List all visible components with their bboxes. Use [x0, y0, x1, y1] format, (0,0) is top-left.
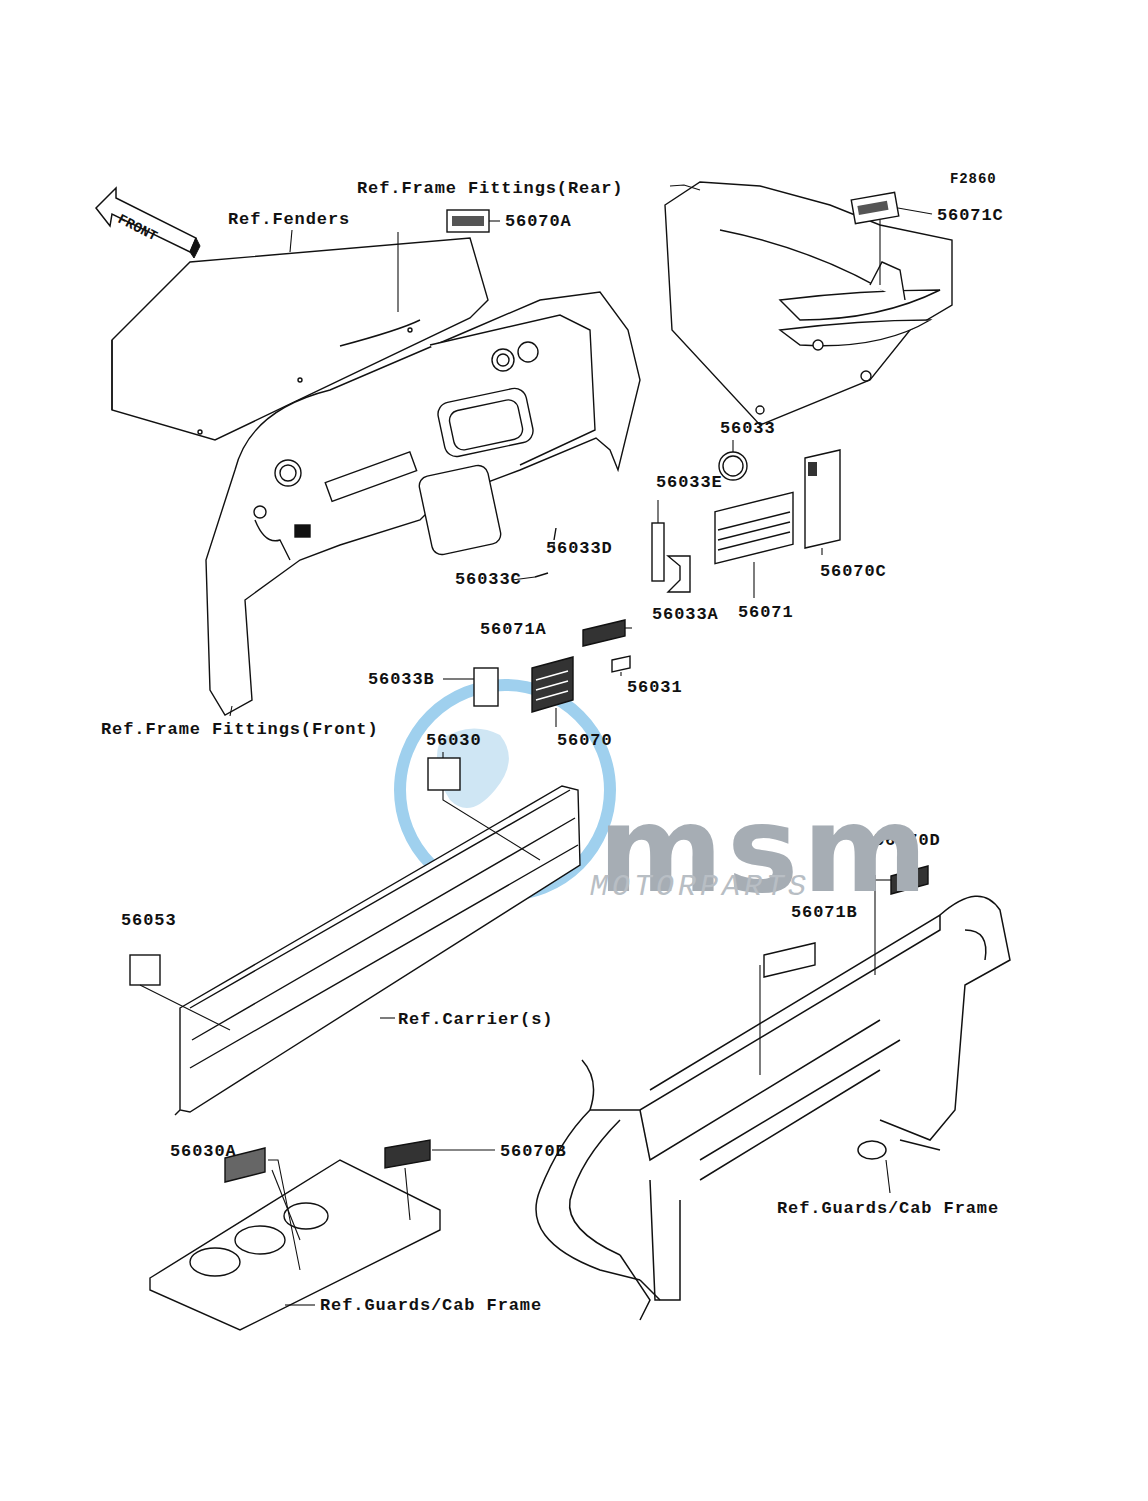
leader-line: [140, 185, 932, 1305]
front-arrow: FRONT: [92, 186, 204, 260]
callout-label: 56071: [738, 604, 794, 621]
arrow-shadow: [190, 238, 200, 258]
callout-label: 56033D: [546, 540, 613, 557]
callout-label: Ref.Guards/Cab Frame: [320, 1297, 542, 1314]
watermark-text: MOTORPARTS: [590, 872, 810, 902]
callout-label: 56033A: [652, 606, 719, 623]
callout-label: 56030A: [170, 1143, 237, 1160]
callout-label: Ref.Guards/Cab Frame: [777, 1200, 999, 1217]
arrow-outline: [92, 186, 204, 260]
decal: [130, 192, 928, 1182]
callout-label: Ref.Frame Fittings(Front): [101, 721, 379, 738]
callout-label: 56071C: [937, 207, 1004, 224]
callout-label: 56033C: [455, 571, 522, 588]
callout-label: 56070: [557, 732, 613, 749]
callout-label: 56033: [720, 420, 776, 437]
callout-label: 56030: [426, 732, 482, 749]
callout-label: 56070C: [820, 563, 887, 580]
callout-label: 56071A: [480, 621, 547, 638]
callout-label: Ref.Carrier(s): [398, 1011, 553, 1028]
callout-label: Ref.Fenders: [228, 211, 350, 228]
frame-fitting-rear: [665, 182, 952, 425]
callout-label: F2860: [950, 172, 997, 186]
arrow-shape: [96, 188, 196, 252]
callout-label: 56031: [627, 679, 683, 696]
callout-label: 56070B: [500, 1143, 567, 1160]
callout-label: 56033B: [368, 671, 435, 688]
frame-fitting-front: [206, 292, 640, 715]
carrier-panel: [175, 786, 580, 1115]
callout-label: 56070A: [505, 213, 572, 230]
cab-frame: [536, 896, 1010, 1320]
callout-label: 56053: [121, 912, 177, 929]
callout-label: Ref.Frame Fittings(Rear): [357, 180, 623, 197]
callout-label: 56033E: [656, 474, 723, 491]
